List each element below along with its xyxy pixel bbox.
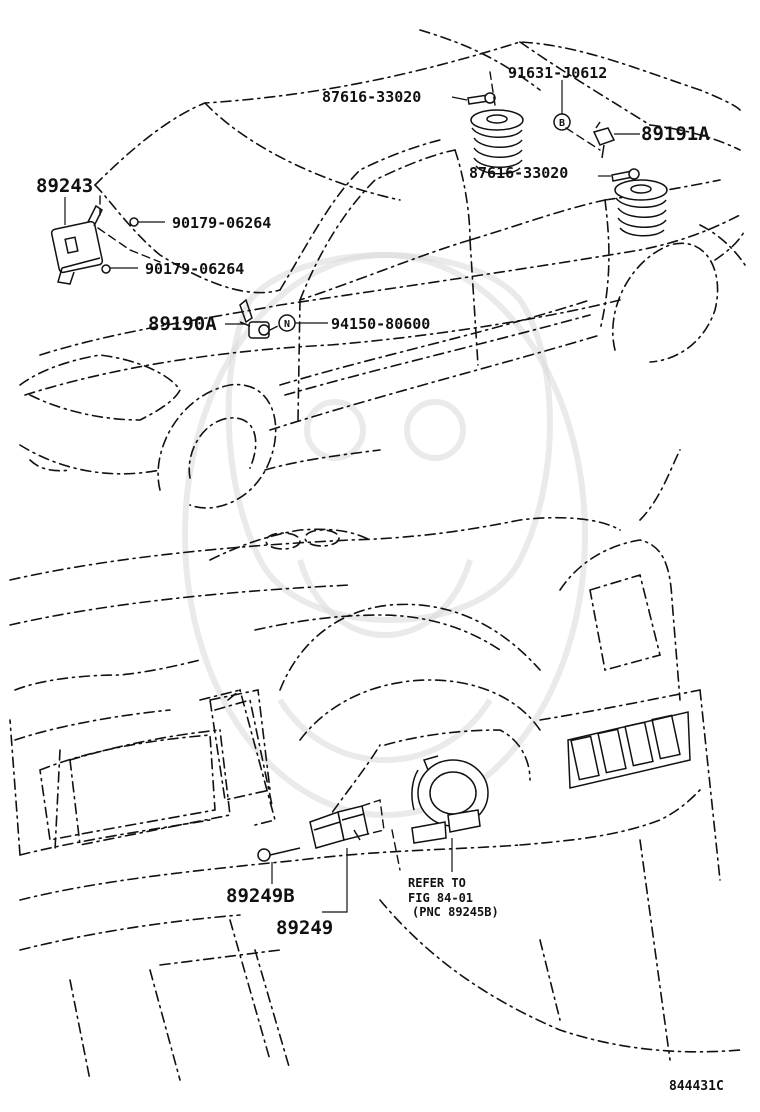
callout-89190a: 89190A <box>148 313 217 335</box>
watermark-emblem <box>182 252 588 818</box>
bolt-90179-lower <box>101 264 111 274</box>
bolt-90179-upper <box>129 217 139 227</box>
airbag-sensor-89243 <box>50 204 104 285</box>
nut-94150-marker: N <box>278 314 296 332</box>
marker-b: B <box>553 113 571 131</box>
coil-spring-right <box>614 179 668 237</box>
diagram-id: 844431C <box>669 1079 724 1094</box>
refer-line-2: FIG 84-01 <box>408 891 473 905</box>
dashboard-outline <box>9 449 741 1081</box>
bolt-87616-lower <box>611 168 640 182</box>
refer-line-1: REFER TO <box>408 876 466 890</box>
sensor-89191a <box>592 121 616 159</box>
callout-87616-upper: 87616-33020 <box>322 88 421 106</box>
callout-91631: 91631-J0612 <box>508 64 607 82</box>
callout-89249b: 89249B <box>226 885 295 907</box>
spiral-cable-89245b <box>411 755 489 844</box>
callout-90179-lower: 90179-06264 <box>145 260 244 278</box>
marker-n-text: N <box>284 319 290 330</box>
sensor-89190a <box>239 298 270 339</box>
callout-89191a: 89191A <box>641 123 710 145</box>
callout-89243: 89243 <box>36 175 93 197</box>
switch-89249 <box>309 799 385 849</box>
callout-89249: 89249 <box>276 917 333 939</box>
coil-spring-left <box>470 71 524 175</box>
marker-b-text: B <box>559 118 565 129</box>
bolt-87616-upper <box>467 92 496 105</box>
callout-90179-upper: 90179-06264 <box>172 214 271 232</box>
cluster-opening <box>39 689 271 841</box>
screw-89249b <box>257 847 301 862</box>
refer-line-3: (PNC 89245B) <box>412 905 499 919</box>
center-vent-grille <box>567 711 691 789</box>
callout-94150: 94150-80600 <box>331 315 430 333</box>
car-body-outline <box>19 29 746 509</box>
callout-87616-lower: 87616-33020 <box>469 164 568 182</box>
